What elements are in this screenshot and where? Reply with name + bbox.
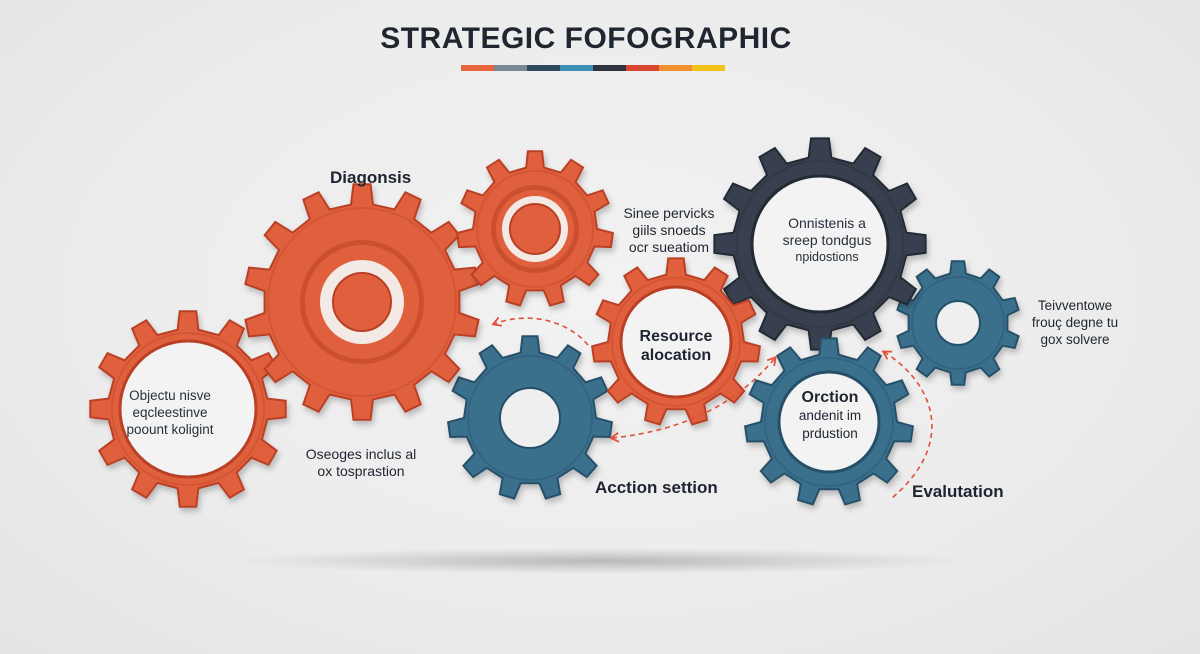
gear-navy — [713, 137, 927, 351]
page-title: STRATEGIC FOFOGRAPHIC — [380, 22, 792, 55]
arrow-teal-to-resource — [609, 355, 777, 443]
evaluation-label: Evalutation — [912, 482, 1004, 501]
resource-allocation-label: Resource alocation — [614, 327, 738, 365]
gear-teal-middle-hole — [499, 387, 561, 449]
caption-line: Oseoges inclus al — [305, 446, 417, 462]
diagnosis-label: Diagonsis — [330, 168, 412, 187]
teal-right-text: Orction andenit im prdustion — [778, 389, 882, 443]
below-left-caption: Oseoges inclus al ox tosprastion — [291, 446, 431, 480]
arrow-evaluation-loop — [881, 350, 933, 499]
action-label: Acction settion — [595, 478, 718, 497]
ribbon-segment — [692, 65, 725, 71]
gear-teal-small-rim — [911, 276, 1005, 370]
gear-teal-right — [743, 337, 915, 506]
ribbon-segment — [626, 65, 659, 71]
navy-line: Onnistenis a — [788, 215, 866, 231]
teal-right-line: andenit im — [798, 408, 862, 423]
teal-right-line: prdustion — [802, 426, 858, 441]
caption-line: ox tosprastion — [317, 463, 405, 479]
ribbon-segment — [461, 65, 494, 71]
gear-orange-small-ring-core — [509, 203, 561, 255]
gear-teal-middle-rim — [467, 355, 593, 481]
teal-right-title: Orction — [801, 389, 859, 406]
caption-line: giils snoeds — [632, 222, 706, 238]
caption-line: Sinee pervicks — [623, 205, 715, 221]
caption-line: ocr sueatiom — [628, 239, 710, 255]
gear-navy-hub — [750, 174, 890, 314]
title-color-ribbon — [461, 65, 725, 71]
gear-orange-left-hub — [118, 339, 258, 479]
navy-line: npidostions — [795, 250, 859, 264]
gear-teal-small-hole — [935, 300, 981, 346]
navy-line: sreep tondgus — [782, 232, 872, 248]
gear-left-line: eqcleestinve — [132, 405, 208, 420]
gear-orange-small-rim — [476, 170, 594, 288]
caption-line: gox solvere — [1040, 332, 1110, 347]
gear-orange-large-ring-core — [332, 272, 392, 332]
gear-navy-rim — [736, 160, 904, 328]
ground-shadow — [235, 548, 965, 574]
arrow-resource-to-large — [491, 316, 589, 346]
gear-orange-small — [455, 150, 615, 307]
gear-left-line: poount koligint — [126, 422, 214, 437]
ribbon-segment — [659, 65, 692, 71]
far-right-caption: Teivventowe frouç degne tu gox solvere — [1022, 297, 1128, 348]
ribbon-segment — [527, 65, 560, 71]
caption-line: frouç degne tu — [1031, 315, 1119, 330]
gear-orange-left — [89, 310, 287, 508]
resource-line: alocation — [640, 347, 712, 364]
resource-line: Resource — [639, 328, 713, 345]
navy-gear-text: Onnistenis a sreep tondgus npidostions — [762, 215, 892, 266]
top-middle-caption: Sinee pervicks giils snoeds ocr sueatiom — [604, 205, 734, 256]
gear-teal-small — [896, 260, 1020, 386]
ribbon-segment — [560, 65, 593, 71]
gear-orange-large-rim — [267, 207, 457, 397]
gear-teal-right-hub — [777, 370, 881, 474]
gear-left-text: Objectu nisve eqcleestinve poount koligi… — [120, 387, 220, 438]
ribbon-segment — [494, 65, 527, 71]
gear-orange-left-rim — [111, 332, 265, 486]
gear-left-line: Objectu nisve — [129, 388, 211, 403]
gear-orange-large — [244, 183, 480, 421]
ribbon-segment — [593, 65, 626, 71]
gear-teal-middle — [446, 335, 614, 500]
caption-line: Teivventowe — [1037, 298, 1113, 313]
